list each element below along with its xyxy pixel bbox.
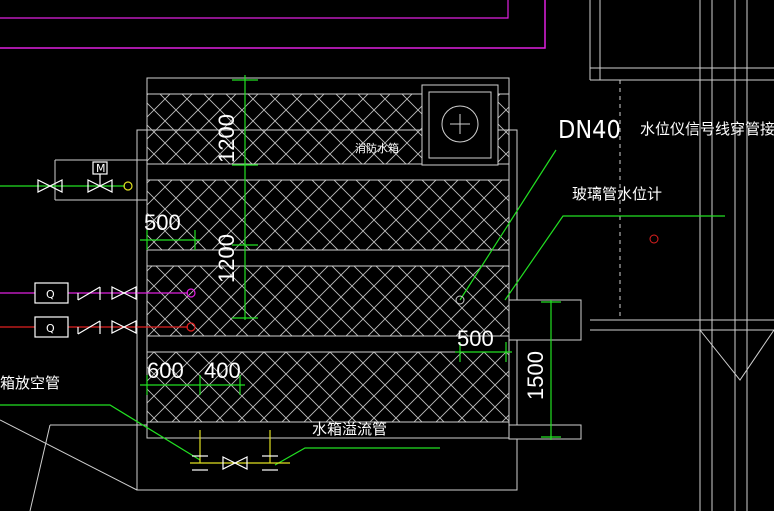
overflow-label: 水箱溢流管: [312, 420, 387, 438]
q-box-1-label: Q: [46, 288, 55, 301]
sensor-lines: [0, 282, 196, 338]
dim-600: 600: [147, 358, 184, 383]
tank-name-label: 消防水箱: [355, 141, 399, 155]
dim-500-right: 500: [457, 326, 494, 351]
inlet-pipe: [0, 161, 133, 193]
dim-1200-mid: 1200: [214, 234, 239, 283]
dim-1500: 1500: [523, 351, 548, 400]
dim-1200-top: 1200: [214, 114, 239, 163]
motor-valve-label: M: [96, 162, 106, 175]
dim-500-left: 500: [144, 210, 181, 235]
q-box-2-label: Q: [46, 322, 55, 335]
drain-valve: [190, 430, 290, 471]
right-structure-lines: [589, 0, 774, 511]
dimension-lines: [0, 75, 725, 466]
gauge-mount: [508, 299, 582, 440]
vent-fan-icon: [421, 84, 499, 166]
drain-label: 箱放空管: [0, 374, 60, 392]
hatched-bands: [146, 93, 510, 423]
glass-gauge-label: 玻璃管水位计: [572, 185, 662, 203]
dim-400: 400: [204, 358, 241, 383]
magenta-boundary: [0, 0, 546, 49]
signal-pipe-label: 水位仪信号线穿管接口: [640, 120, 774, 138]
gauge-connection: [455, 295, 465, 305]
bottom-frame: [0, 419, 147, 511]
red-marker: [649, 234, 659, 244]
dn40-label: DN40: [558, 115, 621, 144]
